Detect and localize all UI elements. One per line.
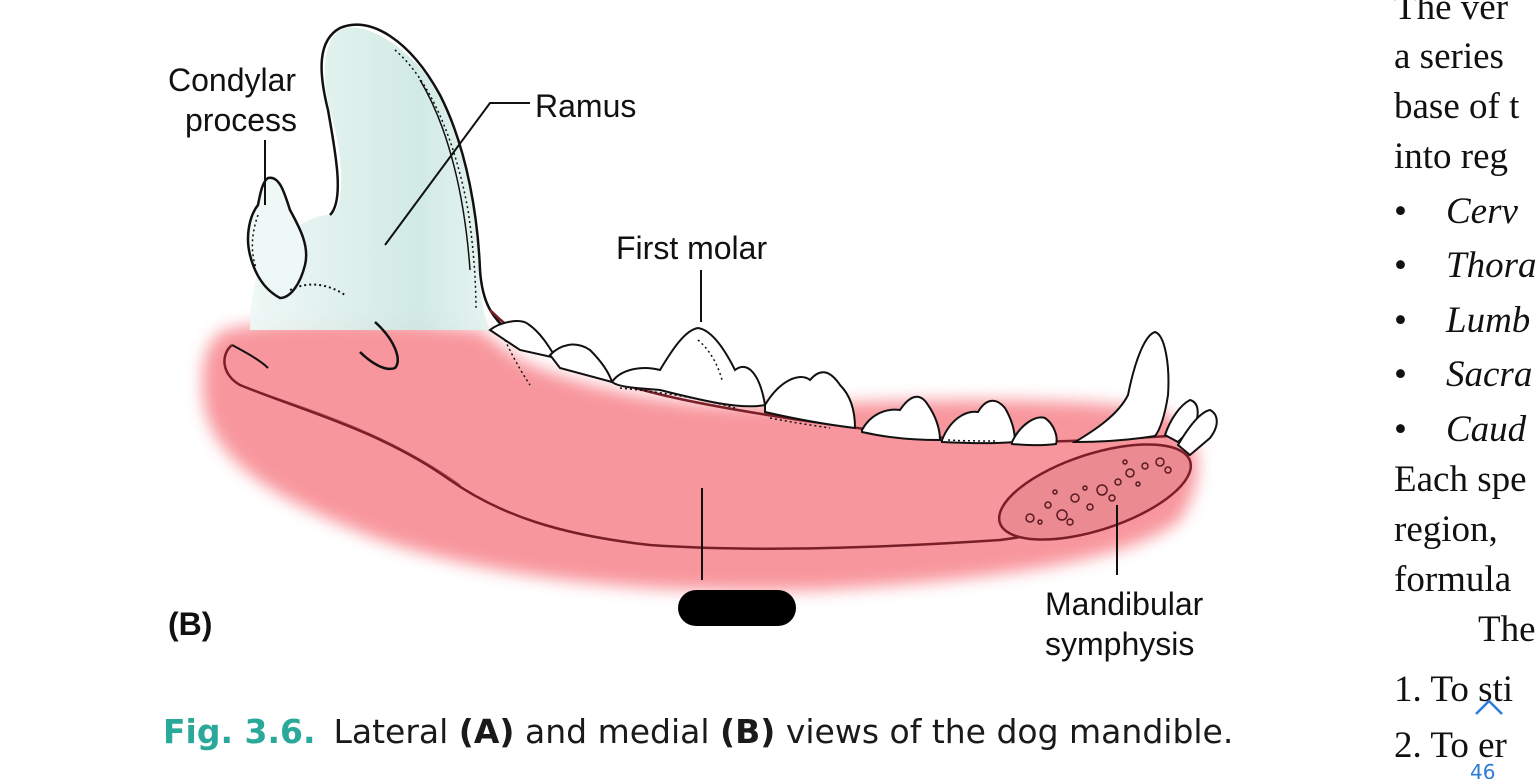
body-line-2: a series [1394,36,1504,77]
angle-line [231,344,269,369]
bullet-dot-3: • [1394,300,1407,341]
mandible-illustration [202,23,1218,591]
angular-outline [289,283,346,296]
numbered-item-2: 2. To er [1394,724,1507,767]
condylar-dotted [251,214,259,269]
numbered-item-1-num: 1. [1394,669,1422,710]
bullet-1: Cerv [1446,191,1518,232]
numbered-item-1-text: To sti [1430,669,1514,710]
label-ramus: Ramus [535,88,637,124]
label-condylar-line2: process [185,102,298,138]
canine [1071,330,1170,444]
bullet-dot-4: • [1394,354,1407,395]
figure-caption: Fig. 3.6. Lateral (A) and medial (B) view… [163,712,1233,751]
panel-letter: (B) [168,606,213,642]
body-line-7: formula [1394,559,1512,600]
tooth-5 [861,395,942,442]
mandible-figure: Condylar process Ramus First molar Mandi… [163,23,1233,751]
bullet-5: Caud [1446,409,1527,450]
body-line-indent: The [1478,609,1536,650]
mandible-body-highlight [202,320,1198,591]
bullet-dot-1: • [1394,191,1407,232]
caption-part1: Lateral [333,712,459,751]
ramus-shape [250,27,490,330]
tooth-4 [764,371,857,430]
leader-ramus [384,102,530,246]
incisor-2 [1176,408,1218,457]
numbered-item-2-num: 2. [1394,725,1422,766]
tooth-7 [1011,416,1058,447]
tooth-2 [548,343,614,384]
bullet-4: Sacra [1446,354,1533,395]
body-line-4: into reg [1394,136,1509,177]
caption-part2: and medial [514,712,721,751]
body-line-3: base of t [1394,86,1520,127]
body-line-5: Each spe [1394,459,1527,500]
body-line-6: region, [1394,509,1498,550]
caption-part3: views of the dog mandible. [775,712,1234,751]
tooth-first-molar [610,326,767,408]
body-text-column: The ver a series base of t into reg • Ce… [1394,0,1536,779]
numbered-item-2-text: To er [1430,725,1507,766]
bullet-2: Thora [1446,245,1536,286]
chevron-up-icon[interactable] [1472,694,1506,720]
numbered-item-1: 1. To sti [1394,668,1513,711]
ramus-inner-line-2 [419,79,471,271]
teeth [488,320,1218,457]
bullet-dot-2: • [1394,245,1407,286]
caption-b: (B) [720,712,776,751]
label-symphysis-line1: Mandibular [1045,586,1204,622]
tooth-6 [941,399,1017,445]
bullet-dot-5: • [1394,409,1407,450]
gumline-dotted [619,387,996,442]
ramus-lower-dotted [504,339,531,386]
caption-a: (A) [458,712,515,751]
condylar-process [246,176,308,300]
angular-hook [359,321,399,371]
page-number: 46 [1470,760,1496,779]
leader-lines [264,102,1118,580]
caption-number: Fig. 3.6. [163,712,316,751]
label-condylar-line1: Condylar [168,62,297,98]
ramus-outline [320,23,521,342]
mandible-inner-line [239,384,461,486]
redaction-box [678,590,796,626]
bullet-3: Lumb [1446,300,1531,341]
label-symphysis-line2: symphysis [1045,626,1195,662]
symphysis-texture [1025,457,1172,526]
label-first-molar: First molar [616,230,768,266]
body-line-1: The ver [1394,0,1509,28]
